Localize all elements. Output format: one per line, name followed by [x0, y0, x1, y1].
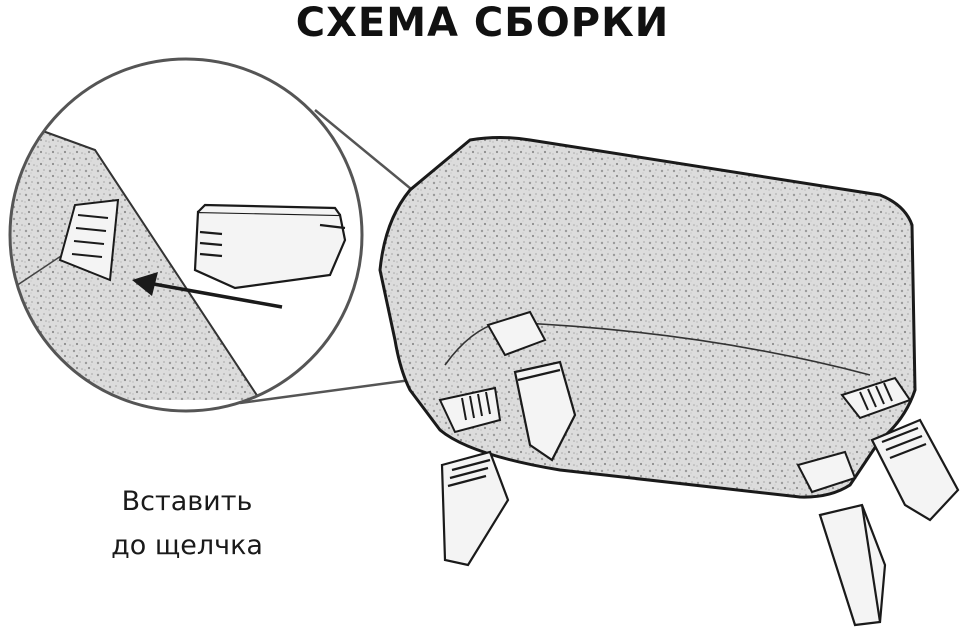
caption-line-2: до щелчка	[111, 530, 263, 561]
diagram-title: СХЕМА СБОРКИ	[295, 0, 670, 46]
loose-leg-right	[870, 418, 960, 522]
magnifier-circle	[8, 57, 364, 413]
mounted-clip-bottom-right	[796, 450, 857, 494]
caption-line-1: Вставить	[121, 486, 253, 517]
mounted-leg-front	[513, 360, 577, 462]
loose-leg-bottom	[818, 503, 887, 627]
textured-board	[378, 136, 917, 499]
insert-arrow-icon	[132, 272, 283, 309]
mounted-clip-top	[486, 310, 547, 357]
instruction-caption: Вставить до щелчка	[82, 480, 292, 568]
mounted-clip-right	[840, 376, 912, 420]
zoom-clip-loose	[193, 203, 347, 290]
mounted-clip-left	[438, 386, 502, 434]
loose-leg-left	[440, 450, 510, 567]
zoom-clip-mounted	[58, 198, 120, 282]
